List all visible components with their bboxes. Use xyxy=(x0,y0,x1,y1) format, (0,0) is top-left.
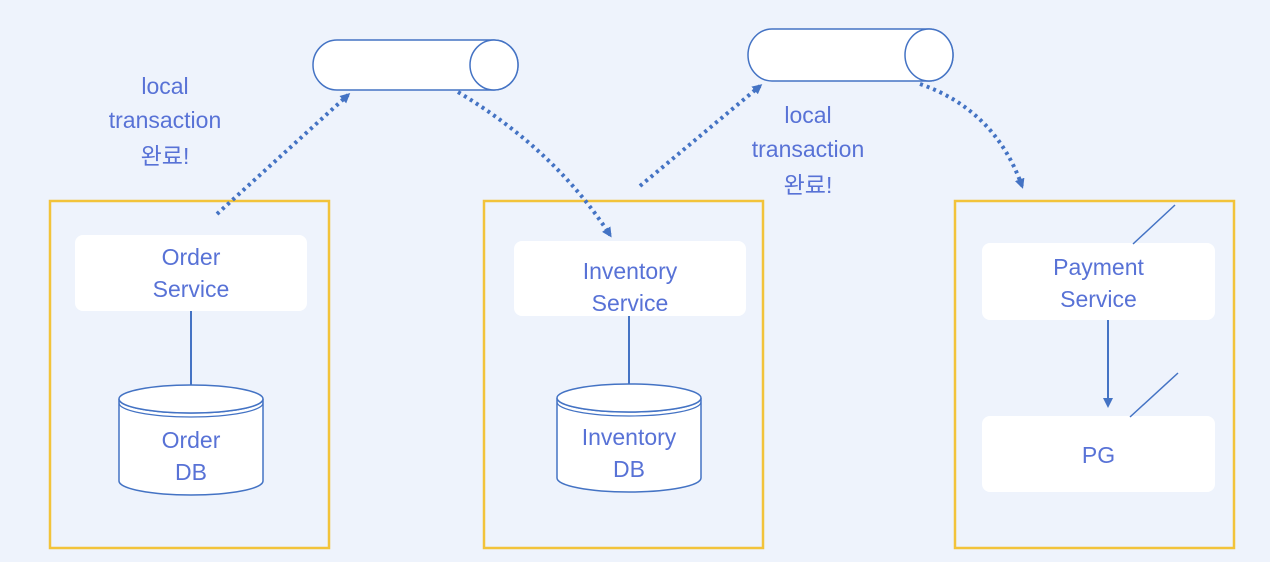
order-service-label-line2: Service xyxy=(152,276,230,302)
payment-boundary-box xyxy=(953,199,1236,550)
note-left-line1: local xyxy=(141,73,189,99)
inventory-service-card xyxy=(514,241,746,316)
local-transaction-note-left: local transaction 완료! xyxy=(95,70,235,172)
order-db-cylinder xyxy=(118,384,264,496)
payment-slash-mark-top xyxy=(1132,204,1176,245)
inventory-db-label-line1: Inventory xyxy=(581,424,677,450)
note-left-line2: transaction xyxy=(108,107,222,133)
inventory-db-label: Inventory DB xyxy=(557,421,701,485)
event-arrow-queue-to-inventory xyxy=(456,90,612,238)
inventory-service-label-line2: Service xyxy=(591,290,669,316)
payment-service-label-line1: Payment xyxy=(1053,254,1144,280)
order-boundary-box xyxy=(48,199,331,550)
note-left-line3: 완료! xyxy=(140,143,190,169)
inventory-db-cylinder xyxy=(556,383,702,493)
order-db-label-line1: Order xyxy=(161,427,221,453)
inventory-db-label-line2: DB xyxy=(613,456,645,482)
payment-service-label: Payment Service xyxy=(982,251,1215,315)
message-queue-2 xyxy=(747,28,954,82)
inventory-service-label-line1: Inventory xyxy=(582,258,678,284)
note-right-line2: transaction xyxy=(751,136,865,162)
pg-label: PG xyxy=(982,439,1215,471)
pg-label-text: PG xyxy=(1081,442,1116,468)
note-right-line3: 완료! xyxy=(783,172,833,198)
payment-service-label-line2: Service xyxy=(1060,286,1137,312)
event-arrow-queue-to-payment xyxy=(919,82,1025,189)
note-right-line1: local xyxy=(784,102,832,128)
pg-card xyxy=(982,416,1215,492)
message-queue-1 xyxy=(312,39,519,91)
payment-service-card xyxy=(982,243,1215,320)
order-service-label-line1: Order xyxy=(161,244,221,270)
order-db-label: Order DB xyxy=(119,424,263,488)
order-db-label-line2: DB xyxy=(175,459,207,485)
order-service-label: Order Service xyxy=(75,241,307,305)
inventory-service-label: Inventory Service xyxy=(514,255,746,319)
payment-slash-mark-bottom xyxy=(1129,372,1179,418)
order-service-card xyxy=(75,235,307,311)
local-transaction-note-right: local transaction 완료! xyxy=(738,99,878,201)
event-arrow-order-to-queue xyxy=(215,92,351,216)
event-arrow-inventory-to-queue xyxy=(638,84,763,188)
inventory-boundary-box xyxy=(482,199,765,550)
